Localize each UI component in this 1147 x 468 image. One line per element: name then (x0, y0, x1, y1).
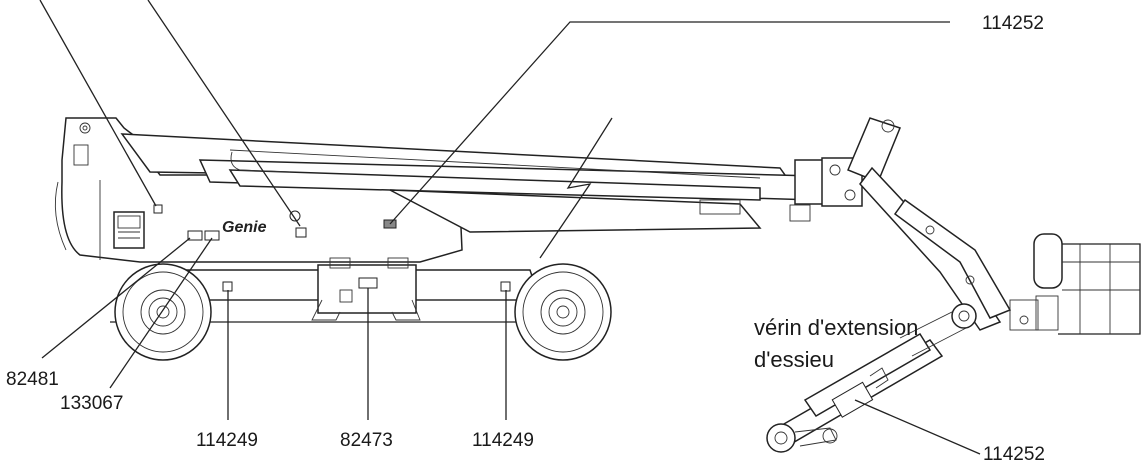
decal-marker (500, 281, 511, 292)
callout-label: 114252 (982, 13, 1044, 34)
axle-extension-cylinder (766, 303, 977, 453)
decal-marker (358, 277, 378, 289)
callout-label: 114249 (472, 430, 534, 451)
brand-logo: Genie (222, 219, 267, 236)
decal-marker (204, 230, 220, 241)
callout-label: 133067 (60, 393, 123, 414)
leader-lines (39, 0, 981, 455)
rear-wheel (514, 263, 612, 361)
turntable-body (61, 117, 463, 263)
jib-arm (847, 117, 1039, 331)
chassis (110, 257, 610, 323)
decal-marker (222, 281, 233, 292)
boom-lift-machine: Genie (54, 117, 1141, 361)
boom (120, 117, 863, 259)
platform-basket (1033, 233, 1141, 335)
cylinder-caption-line1: vérin d'extension (754, 315, 918, 340)
front-wheel (114, 263, 212, 361)
callout-label: 114249 (196, 430, 258, 451)
decal-marker (289, 210, 301, 222)
ground-control-box (113, 211, 145, 249)
callout-label: 82473 (340, 430, 393, 451)
decal-marker (187, 230, 203, 241)
callout-label: 82481 (6, 369, 59, 390)
decal-marker (295, 227, 307, 238)
decal-marker (153, 204, 163, 214)
cylinder-caption-line2: d'essieu (754, 347, 834, 372)
callout-label: 114252 (983, 444, 1045, 465)
